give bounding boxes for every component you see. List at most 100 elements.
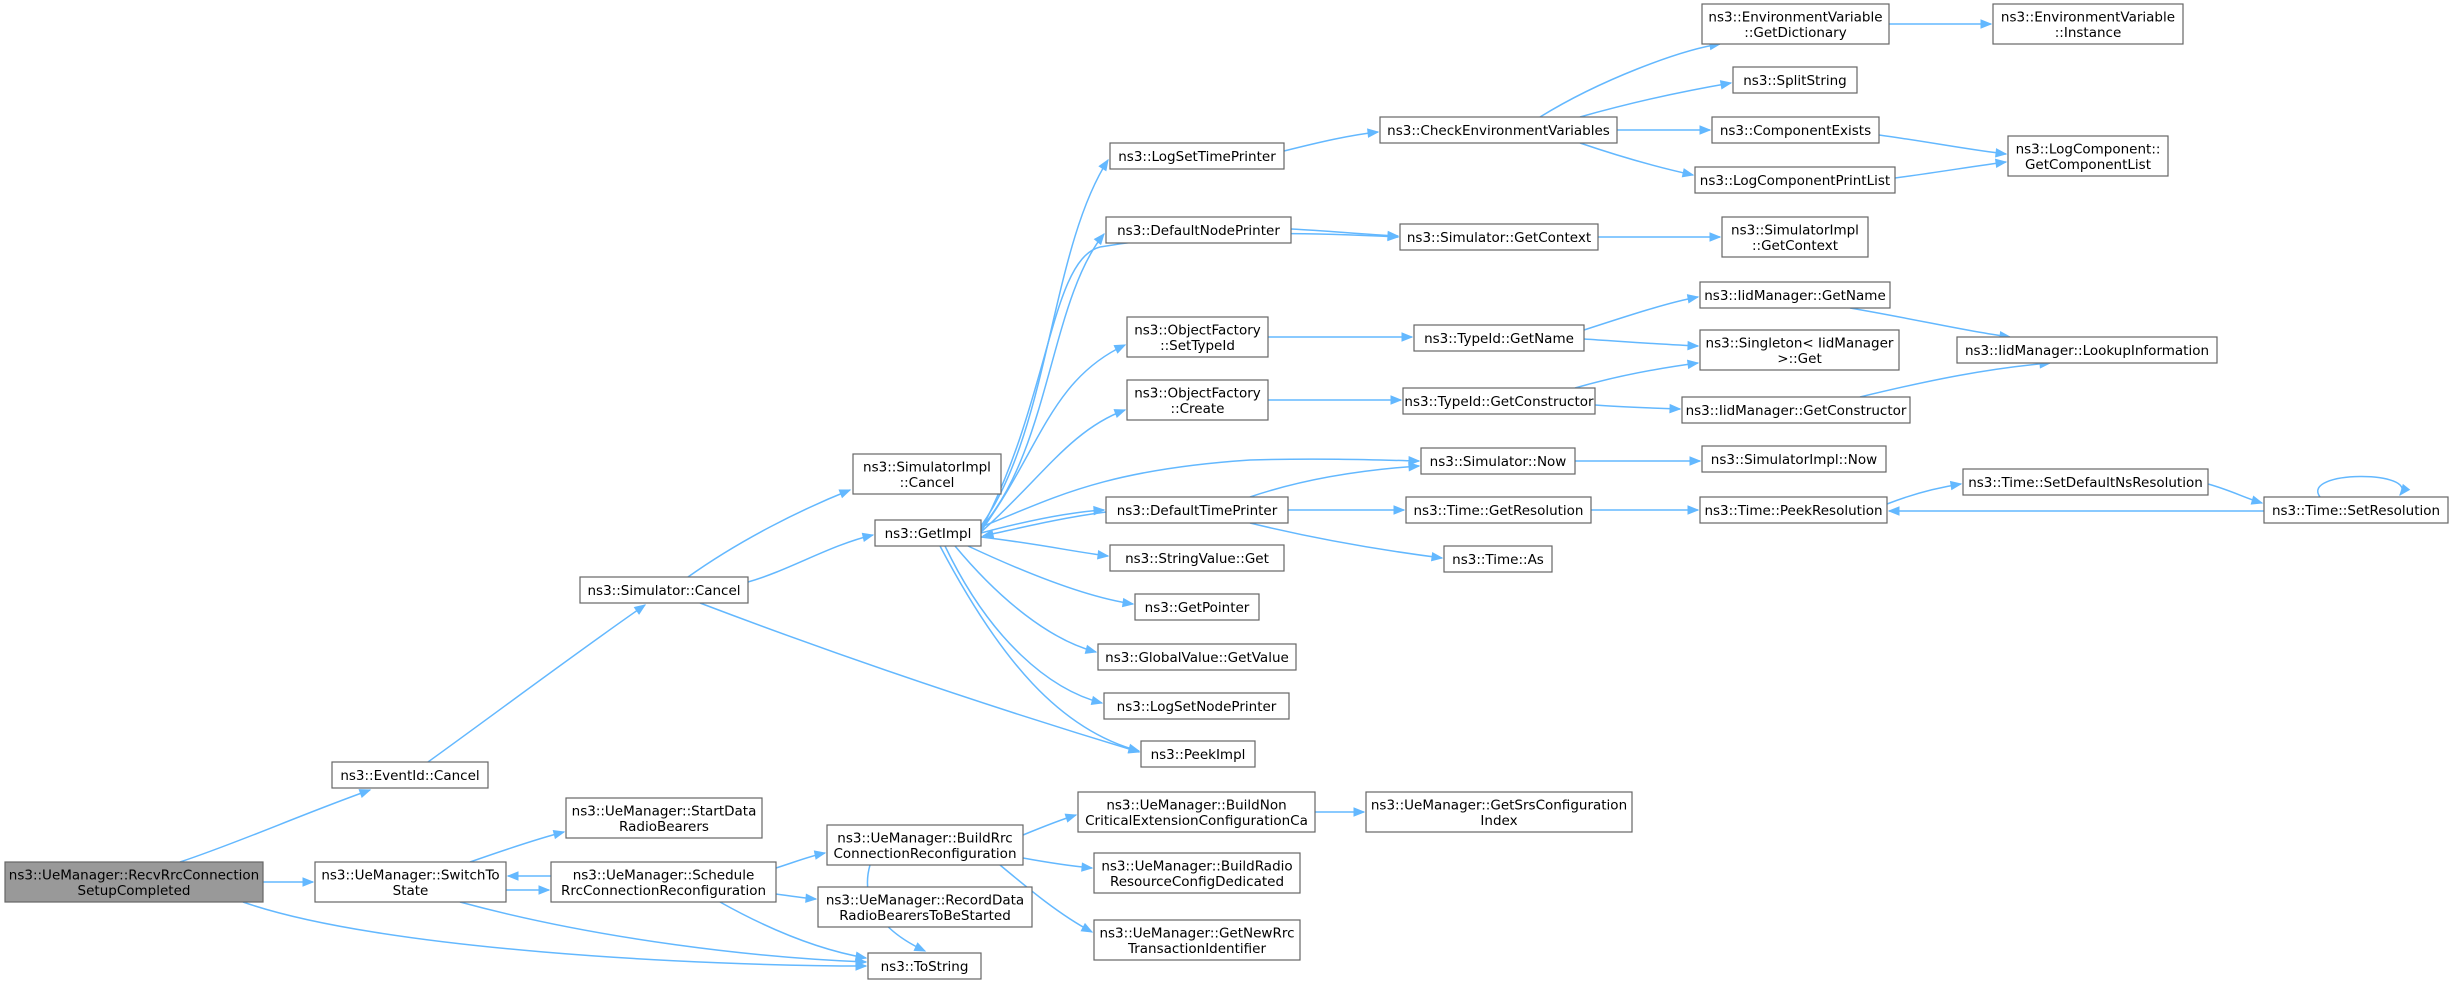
node-time-setres[interactable]: ns3::Time::SetResolution (2263, 496, 2449, 524)
node-eventid-cancel[interactable]: ns3::EventId::Cancel (331, 761, 489, 789)
node-singleton-get[interactable]: ns3::Singleton< IidManager >::Get (1699, 329, 1900, 371)
edge-arrowhead (1699, 125, 1712, 135)
edge-arrowhead (552, 829, 566, 840)
edge-line (1878, 134, 2007, 155)
node-peekimpl[interactable]: ns3::PeekImpl (1140, 740, 1256, 768)
node-box (1694, 166, 1896, 194)
node-box (1109, 142, 1285, 170)
node-buildnoncrit[interactable]: ns3::UeManager::BuildNonCriticalExtensio… (1077, 791, 1316, 833)
edge-getimpl-to-objfact_create (980, 409, 1127, 533)
node-tostring[interactable]: ns3::ToString (867, 952, 982, 980)
node-getnewrrc[interactable]: ns3::UeManager::GetNewRrcTransactionIden… (1093, 919, 1301, 961)
node-buildrrc[interactable]: ns3::UeManager::BuildRrcConnectionReconf… (826, 824, 1024, 866)
node-label: GetComponentList (2025, 157, 2151, 173)
node-box (1992, 3, 2184, 45)
node-box (1109, 544, 1285, 572)
node-logcomp-getlist[interactable]: ns3::LogComponent::GetComponentList (2007, 135, 2169, 177)
edge-line (980, 458, 1420, 528)
node-stringvalue-get[interactable]: ns3::StringValue::Get (1109, 544, 1285, 572)
node-typeid-getname[interactable]: ns3::TypeId::GetName (1413, 324, 1585, 352)
edge-arrowhead (633, 604, 647, 615)
edge-line (699, 602, 1140, 753)
edge-line (242, 901, 867, 967)
node-label: ::SetTypeId (1160, 338, 1235, 354)
node-label: ::Cancel (900, 475, 955, 491)
node-schedule[interactable]: ns3::UeManager::ScheduleRrcConnectionRec… (550, 861, 777, 903)
edge-schedule-to-buildrrc (775, 850, 827, 869)
node-getimpl[interactable]: ns3::GetImpl (874, 519, 982, 547)
node-simimpl-getcontext[interactable]: ns3::SimulatorImpl::GetContext (1721, 216, 1869, 258)
edge-time_getresolution-to-time_peekres (1591, 505, 1700, 515)
node-box (1711, 116, 1880, 144)
node-label: ns3::Singleton< IidManager (1706, 335, 1894, 351)
node-simimpl-now[interactable]: ns3::SimulatorImpl::Now (1701, 445, 1887, 473)
node-label: ns3::DefaultTimePrinter (1117, 503, 1278, 519)
node-label: TransactionIdentifier (1127, 941, 1266, 957)
node-sim-getcontext[interactable]: ns3::Simulator::GetContext (1399, 223, 1599, 251)
edge-line (1886, 483, 1962, 505)
node-box (1699, 496, 1888, 524)
node-box (1701, 3, 1890, 45)
node-checkenv[interactable]: ns3::CheckEnvironmentVariables (1379, 116, 1618, 144)
node-componentexists[interactable]: ns3::ComponentExists (1711, 116, 1880, 144)
node-label: ::Create (1171, 401, 1225, 417)
edge-line (954, 545, 1097, 653)
node-recorddata[interactable]: ns3::UeManager::RecordDataRadioBearersTo… (817, 886, 1033, 928)
node-defnodeprinter[interactable]: ns3::DefaultNodePrinter (1105, 216, 1292, 244)
edge-arrowhead (1064, 813, 1078, 823)
edge-checkenv-to-componentexists (1617, 125, 1712, 135)
edge-arrowhead (861, 532, 875, 542)
node-time-peekres[interactable]: ns3::Time::PeekResolution (1699, 496, 1888, 524)
node-logcompprintlist[interactable]: ns3::LogComponentPrintList (1694, 166, 1896, 194)
node-getpointer[interactable]: ns3::GetPointer (1134, 593, 1260, 621)
node-splitstring[interactable]: ns3::SplitString (1732, 66, 1858, 94)
edge-arrowhead (1687, 340, 1700, 351)
edge-arrowhead (1084, 644, 1098, 654)
edge-buildrrc-to-buildnoncrit (1022, 813, 1078, 836)
node-sim-cancel[interactable]: ns3::Simulator::Cancel (579, 576, 749, 604)
edge-line (427, 604, 646, 763)
edge-arrowhead (838, 489, 852, 499)
node-envvar-instance[interactable]: ns3::EnvironmentVariable::Instance (1992, 3, 2184, 45)
edge-schedule-to-tostring (719, 901, 868, 961)
edge-arrowhead (1113, 344, 1127, 354)
edge-line (944, 545, 1103, 704)
node-box (1405, 496, 1592, 524)
node-time-setdefaultns[interactable]: ns3::Time::SetDefaultNsResolution (1962, 468, 2209, 496)
edge-line (1579, 142, 1694, 176)
node-root[interactable]: ns3::UeManager::RecvRrcConnectionSetupCo… (4, 861, 264, 903)
node-iid-lookup[interactable]: ns3::IidManager::LookupInformation (1956, 336, 2218, 364)
node-logsetnodeprinter[interactable]: ns3::LogSetNodePrinter (1103, 692, 1290, 720)
edge-line (980, 509, 1105, 534)
node-deftimeprinter[interactable]: ns3::DefaultTimePrinter (1105, 496, 1289, 524)
node-typeid-getconstructor[interactable]: ns3::TypeId::GetConstructor (1402, 387, 1596, 415)
node-logsettime[interactable]: ns3::LogSetTimePrinter (1109, 142, 1285, 170)
node-time-getresolution[interactable]: ns3::Time::GetResolution (1405, 496, 1592, 524)
node-box (1399, 223, 1599, 251)
node-iid-getname[interactable]: ns3::IidManager::GetName (1699, 281, 1891, 309)
node-label: ns3::UeManager::BuildNon (1106, 797, 1286, 813)
node-simimpl-cancel[interactable]: ns3::SimulatorImpl::Cancel (852, 453, 1002, 495)
edge-typeid_getconstructor-to-singleton_get (1574, 359, 1700, 389)
node-objfact-create[interactable]: ns3::ObjectFactory::Create (1126, 379, 1269, 421)
node-label: ns3::ToString (881, 959, 969, 975)
edge-line (1290, 228, 1399, 237)
node-time-as[interactable]: ns3::Time::As (1443, 545, 1553, 573)
node-box (1103, 692, 1290, 720)
edge-arrowhead (1408, 455, 1421, 466)
node-objfact-settypeid[interactable]: ns3::ObjectFactory::SetTypeId (1126, 316, 1269, 358)
edge-line (1249, 465, 1420, 498)
node-box (2263, 496, 2449, 524)
node-buildradio[interactable]: ns3::UeManager::BuildRadioResourceConfig… (1093, 852, 1301, 894)
node-iid-getconstructor[interactable]: ns3::IidManager::GetConstructor (1681, 396, 1911, 424)
edge-line (1583, 296, 1699, 331)
edge-schedule-to-recorddata (775, 893, 818, 903)
node-globalvalue-getvalue[interactable]: ns3::GlobalValue::GetValue (1097, 643, 1297, 671)
node-sim-now[interactable]: ns3::Simulator::Now (1420, 447, 1576, 475)
node-envvar-getdict[interactable]: ns3::EnvironmentVariable::GetDictionary (1701, 3, 1890, 45)
edge-line (719, 901, 867, 959)
edge-line (967, 545, 1134, 605)
